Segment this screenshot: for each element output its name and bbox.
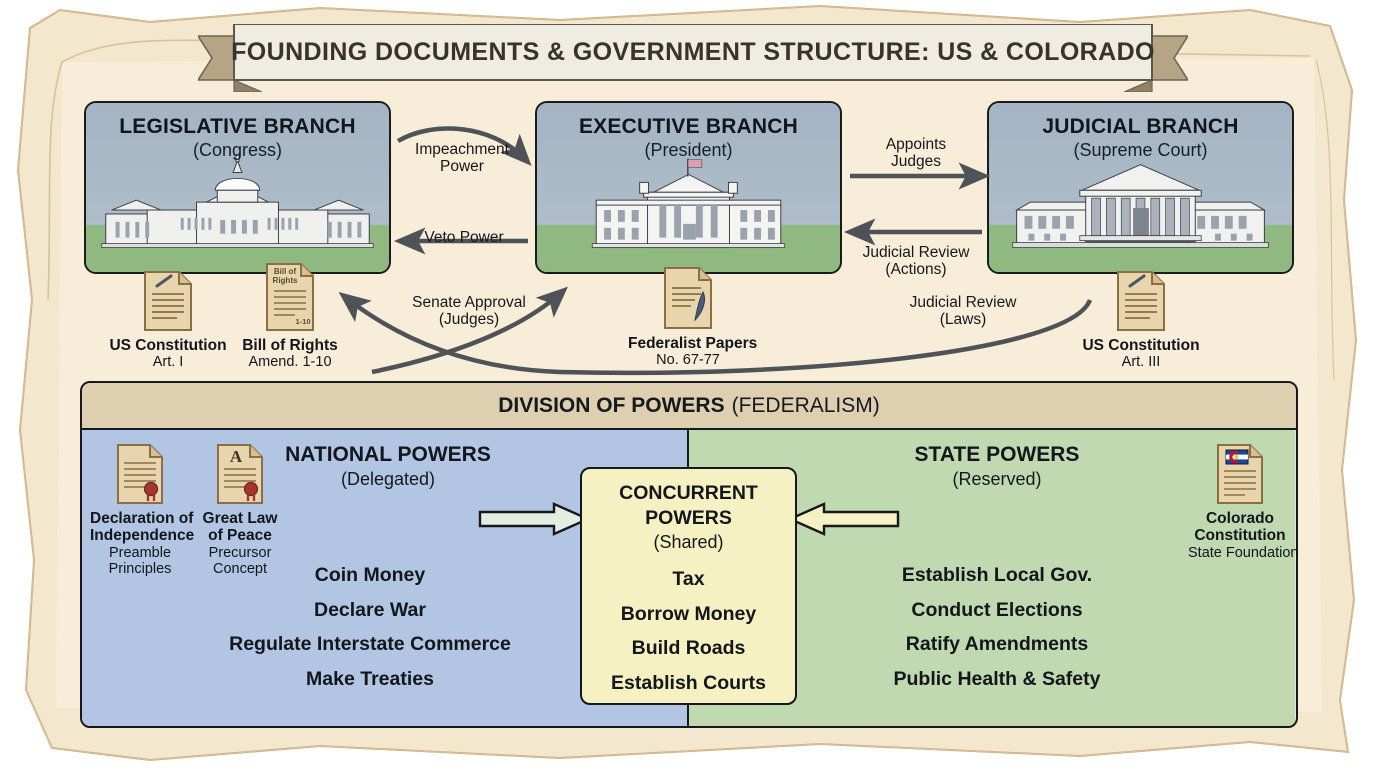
doc-caption-primary: Declaration of <box>90 510 194 527</box>
doc-caption-primary-2: Constitution <box>1194 527 1286 545</box>
bill-of-rights-document-icon: Bill of Rights 1-10 <box>266 263 314 331</box>
judicial-branch-subtitle: (Supreme Court) <box>1073 140 1208 160</box>
senate-approval-label: Senate Approval(Judges) <box>412 294 526 329</box>
doc-caption-primary-2: of Peace <box>208 527 272 545</box>
bill-of-rights-item[interactable]: Bill of Rights 1-10 Bill of Rights Amend… <box>230 262 350 371</box>
executive-branch-title: EXECUTIVE BRANCH <box>578 115 799 138</box>
svg-text:Bill of: Bill of <box>274 267 297 276</box>
legislative-branch-title: LEGISLATIVE BRANCH <box>119 115 356 138</box>
supreme-court-building-icon <box>1012 164 1269 248</box>
national-power-item: Regulate Interstate Commerce <box>229 633 511 655</box>
doc-caption-secondary-2: Concept <box>212 560 267 577</box>
state-power-item: Conduct Elections <box>911 598 1083 621</box>
title-ribbon: FOUNDING DOCUMENTS & GOVERNMENT STRUCTUR… <box>198 24 1188 92</box>
document-quill-icon <box>1117 271 1165 331</box>
national-powers-subtitle: (Delegated) <box>340 469 436 489</box>
us-constitution-art3-item[interactable]: US Constitution Art. III <box>1081 270 1201 371</box>
doc-caption-primary: Bill of Rights <box>242 337 338 354</box>
national-power-item: Coin Money <box>314 564 426 586</box>
sealed-document-letter-a-icon: A <box>217 444 263 504</box>
ribbon-shape <box>198 24 1188 92</box>
veto-power-label: Veto Power <box>424 229 504 246</box>
concurrent-powers-list: Tax Borrow Money Build Roads Establish C… <box>582 562 795 700</box>
document-feather-quill-icon <box>664 267 712 329</box>
national-power-item: Make Treaties <box>306 667 434 690</box>
doc-caption-primary: Colorado <box>1205 510 1275 527</box>
judicial-branch-title: JUDICIAL BRANCH <box>1042 115 1239 138</box>
legislative-branch-subtitle: (Congress) <box>192 140 283 160</box>
page-title: FOUNDING DOCUMENTS & GOVERNMENT STRUCTUR… <box>231 37 1155 66</box>
doc-caption-secondary: State Foundation <box>1188 544 1299 561</box>
capitol-building-icon <box>101 154 374 248</box>
doc-caption-primary: US Constitution <box>1082 337 1200 354</box>
national-to-concurrent-block-arrow <box>478 502 590 536</box>
doc-caption-secondary: Amend. 1-10 <box>248 354 332 371</box>
doc-caption-secondary: Art. I <box>152 354 184 371</box>
concurrent-power-item: Tax <box>672 568 705 590</box>
white-house-icon <box>591 158 786 249</box>
doc-caption-primary: Great Law <box>202 510 278 527</box>
executive-branch-card[interactable]: EXECUTIVE BRANCH (President) <box>535 101 842 274</box>
sealed-document-icon <box>117 444 163 504</box>
colorado-flag-document-icon <box>1217 444 1263 504</box>
svg-text:1-10: 1-10 <box>295 317 310 326</box>
state-to-concurrent-block-arrow <box>788 502 900 536</box>
doc-caption-primary-2: Independence <box>90 527 195 545</box>
judicial-review-actions-label: Judicial Review(Actions) <box>862 244 970 279</box>
doc-caption-primary: Federalist Papers <box>628 335 758 352</box>
federalism-header: DIVISION OF POWERS (FEDERALISM) <box>82 383 1296 430</box>
concurrent-power-item: Build Roads <box>631 637 746 659</box>
judicial-review-laws-label: Judicial Review(Laws) <box>909 294 1017 329</box>
judicial-branch-card[interactable]: JUDICIAL BRANCH (Supreme Court) <box>987 101 1294 274</box>
great-law-of-peace-item[interactable]: A Great Law of Peace Precursor Concept <box>194 443 286 577</box>
concurrent-power-item: Borrow Money <box>620 602 757 625</box>
legislative-branch-card[interactable]: LEGISLATIVE BRANCH (Congress) <box>84 101 391 274</box>
doc-caption-secondary: Precursor <box>208 544 272 561</box>
doc-caption-secondary: Preamble <box>108 544 172 561</box>
state-power-item: Establish Local Gov. <box>901 564 1093 586</box>
federalism-header-plain: (FEDERALISM) <box>731 393 880 417</box>
svg-text:A: A <box>230 447 243 466</box>
state-powers-subtitle: (Reserved) <box>952 469 1042 489</box>
doc-caption-primary: US Constitution <box>109 337 227 354</box>
declaration-of-independence-item[interactable]: Declaration of Independence Preamble Pri… <box>90 443 195 577</box>
national-powers-title: NATIONAL POWERS <box>285 443 491 466</box>
us-constitution-art1-item[interactable]: US Constitution Art. I <box>108 270 228 371</box>
concurrent-power-item: Establish Courts <box>611 671 766 694</box>
doc-caption-secondary: Art. III <box>1121 354 1161 371</box>
document-quill-icon <box>144 271 192 331</box>
executive-branch-subtitle: (President) <box>644 140 733 160</box>
svg-text:Rights: Rights <box>273 276 298 285</box>
federalism-header-bold: DIVISION OF POWERS <box>498 393 725 417</box>
state-powers-title: STATE POWERS <box>914 443 1080 466</box>
federalist-papers-item[interactable]: Federalist Papers No. 67-77 <box>628 266 758 369</box>
state-powers-list: Establish Local Gov. Conduct Elections R… <box>760 558 1234 696</box>
state-power-item: Ratify Amendments <box>905 633 1089 655</box>
doc-caption-secondary: No. 67-77 <box>656 352 720 369</box>
national-power-item: Declare War <box>313 598 426 621</box>
national-powers-list: Coin Money Declare War Regulate Intersta… <box>120 558 620 696</box>
concurrent-powers-subtitle: (Shared) <box>653 532 724 552</box>
colorado-constitution-item[interactable]: Colorado Constitution State Foundation <box>1188 443 1299 561</box>
state-power-item: Public Health & Safety <box>893 667 1101 690</box>
doc-caption-secondary-2: Principles <box>108 560 172 577</box>
